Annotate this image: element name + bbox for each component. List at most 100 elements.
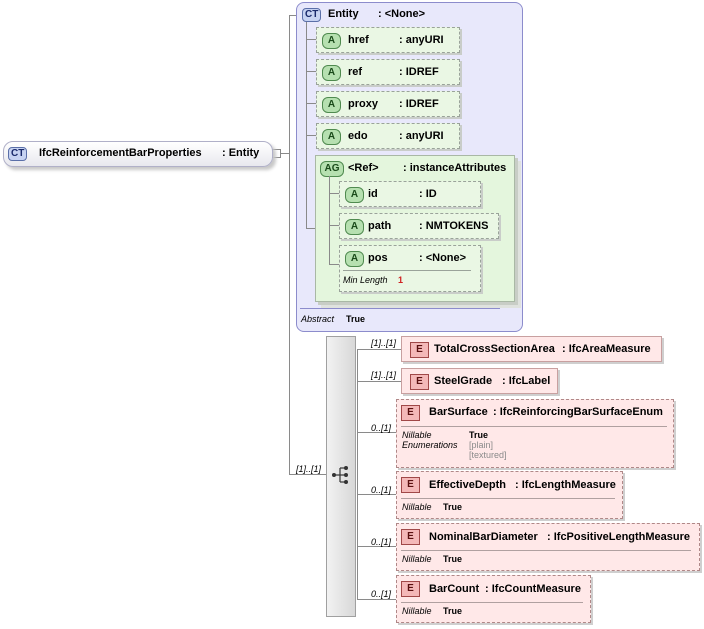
root-complex-type[interactable]: CT IfcReinforcementBarProperties : Entit… xyxy=(3,141,273,167)
ag-vertical xyxy=(329,176,330,264)
elem-hline xyxy=(357,349,401,350)
attribute-icon: A xyxy=(322,129,341,145)
element-name: TotalCrossSectionArea xyxy=(434,343,555,355)
elem-hline xyxy=(357,494,396,495)
nillable-value: True xyxy=(443,502,463,512)
sequence-compositor[interactable] xyxy=(326,336,356,617)
elem-cardinality: 0..[1] xyxy=(371,589,392,599)
element-divider xyxy=(401,426,667,427)
attribute-icon: A xyxy=(322,33,341,49)
element-name: SteelGrade xyxy=(434,375,493,387)
element-icon: E xyxy=(410,342,429,358)
element-icon: E xyxy=(401,405,420,421)
element-icon: E xyxy=(410,374,429,390)
element-icon: E xyxy=(401,581,420,597)
element-name: NominalBarDiameter xyxy=(429,531,538,543)
complex-type-icon: CT xyxy=(8,147,28,161)
ct-connector xyxy=(289,15,296,16)
element-bar-surface[interactable]: E BarSurface : IfcReinforcingBarSurfaceE… xyxy=(396,399,674,468)
attribute-type: : IDREF xyxy=(399,66,439,78)
attribute-icon: A xyxy=(345,187,364,203)
attribute-icon: A xyxy=(322,65,341,81)
element-bar-count[interactable]: E BarCount : IfcCountMeasure Nillable Tr… xyxy=(396,575,591,623)
ag-hline xyxy=(329,264,339,265)
element-total-cross-section-area[interactable]: E TotalCrossSectionArea : IfcAreaMeasure xyxy=(401,336,662,362)
nillable-label: Nillable xyxy=(402,502,432,512)
facet-divider xyxy=(343,270,471,271)
attribute-name: ref xyxy=(348,66,363,78)
element-divider xyxy=(401,550,691,551)
attribute-name: edo xyxy=(348,130,368,142)
attribute-type: : anyURI xyxy=(399,34,444,46)
attribute-href[interactable]: A href : anyURI xyxy=(316,27,460,53)
entity-type: : <None> xyxy=(378,8,426,20)
attribute-type: : anyURI xyxy=(399,130,444,142)
attribute-icon: A xyxy=(345,219,364,235)
attr-vertical xyxy=(306,22,307,228)
nillable-label: Nillable xyxy=(402,554,432,564)
root-name: IfcReinforcementBarProperties xyxy=(39,147,202,159)
facet-value: 1 xyxy=(398,275,404,285)
element-type: : IfcLengthMeasure xyxy=(515,479,616,491)
element-icon: E xyxy=(401,477,420,493)
trunk-vertical xyxy=(289,15,290,474)
element-name: EffectiveDepth xyxy=(429,479,507,491)
attribute-name: pos xyxy=(368,252,388,264)
nillable-label: Nillable xyxy=(402,430,432,440)
ag-hline xyxy=(329,225,339,226)
attribute-name: proxy xyxy=(348,98,378,110)
attribute-pos[interactable]: A pos : <None> Min Length 1 xyxy=(339,245,481,292)
elem-cardinality: [1]..[1] xyxy=(371,338,397,348)
attribute-edo[interactable]: A edo : anyURI xyxy=(316,123,460,149)
attribute-type: : ID xyxy=(419,188,437,200)
root-expander[interactable] xyxy=(272,149,281,158)
sequence-icon xyxy=(332,466,348,484)
abstract-divider xyxy=(300,308,500,309)
abstract-value: True xyxy=(346,314,366,324)
seq-cardinality: [1]..[1] xyxy=(296,464,322,474)
seq-vertical xyxy=(357,349,358,599)
element-type: : IfcReinforcingBarSurfaceEnum xyxy=(493,406,663,418)
attr-hline xyxy=(306,71,316,72)
attr-hline xyxy=(306,39,316,40)
facet-label: Min Length xyxy=(343,275,388,285)
enum-value: [textured] xyxy=(469,450,507,460)
element-nominal-bar-diameter[interactable]: E NominalBarDiameter : IfcPositiveLength… xyxy=(396,523,700,571)
attribute-proxy[interactable]: A proxy : IDREF xyxy=(316,91,460,117)
attribute-group-icon: AG xyxy=(320,161,344,177)
element-type: : IfcAreaMeasure xyxy=(562,343,651,355)
seq-connector xyxy=(289,474,326,475)
element-effective-depth[interactable]: E EffectiveDepth : IfcLengthMeasure Nill… xyxy=(396,471,623,519)
attribute-ref[interactable]: A ref : IDREF xyxy=(316,59,460,85)
element-type: : IfcLabel xyxy=(502,375,551,387)
enumerations-label: Enumerations xyxy=(402,440,458,450)
element-steel-grade[interactable]: E SteelGrade : IfcLabel xyxy=(401,368,558,394)
elem-hline xyxy=(357,381,401,382)
attribute-id[interactable]: A id : ID xyxy=(339,181,481,207)
element-divider xyxy=(401,602,583,603)
element-name: BarCount xyxy=(429,583,480,595)
attribute-path[interactable]: A path : NMTOKENS xyxy=(339,213,499,239)
attribute-group-type: : instanceAttributes xyxy=(403,162,507,174)
elem-cardinality: 0..[1] xyxy=(371,537,392,547)
root-type: : Entity xyxy=(222,147,260,159)
attribute-name: id xyxy=(368,188,378,200)
attribute-name: href xyxy=(348,34,369,46)
elem-hline xyxy=(357,432,396,433)
element-divider xyxy=(401,498,615,499)
elem-cardinality: 0..[1] xyxy=(371,485,392,495)
attribute-name: path xyxy=(368,220,392,232)
attribute-icon: A xyxy=(345,251,364,267)
ag-hline xyxy=(329,193,339,194)
elem-cardinality: [1]..[1] xyxy=(371,370,397,380)
abstract-label: Abstract xyxy=(301,314,335,324)
attr-hline xyxy=(306,228,316,229)
element-name: BarSurface xyxy=(429,406,488,418)
attribute-type: : <None> xyxy=(419,252,467,264)
nillable-value: True xyxy=(443,606,463,616)
enum-value: [plain] xyxy=(469,440,494,450)
attribute-type: : NMTOKENS xyxy=(419,220,489,232)
element-type: : IfcCountMeasure xyxy=(485,583,581,595)
attribute-group-name: <Ref> xyxy=(348,162,379,174)
nillable-label: Nillable xyxy=(402,606,432,616)
